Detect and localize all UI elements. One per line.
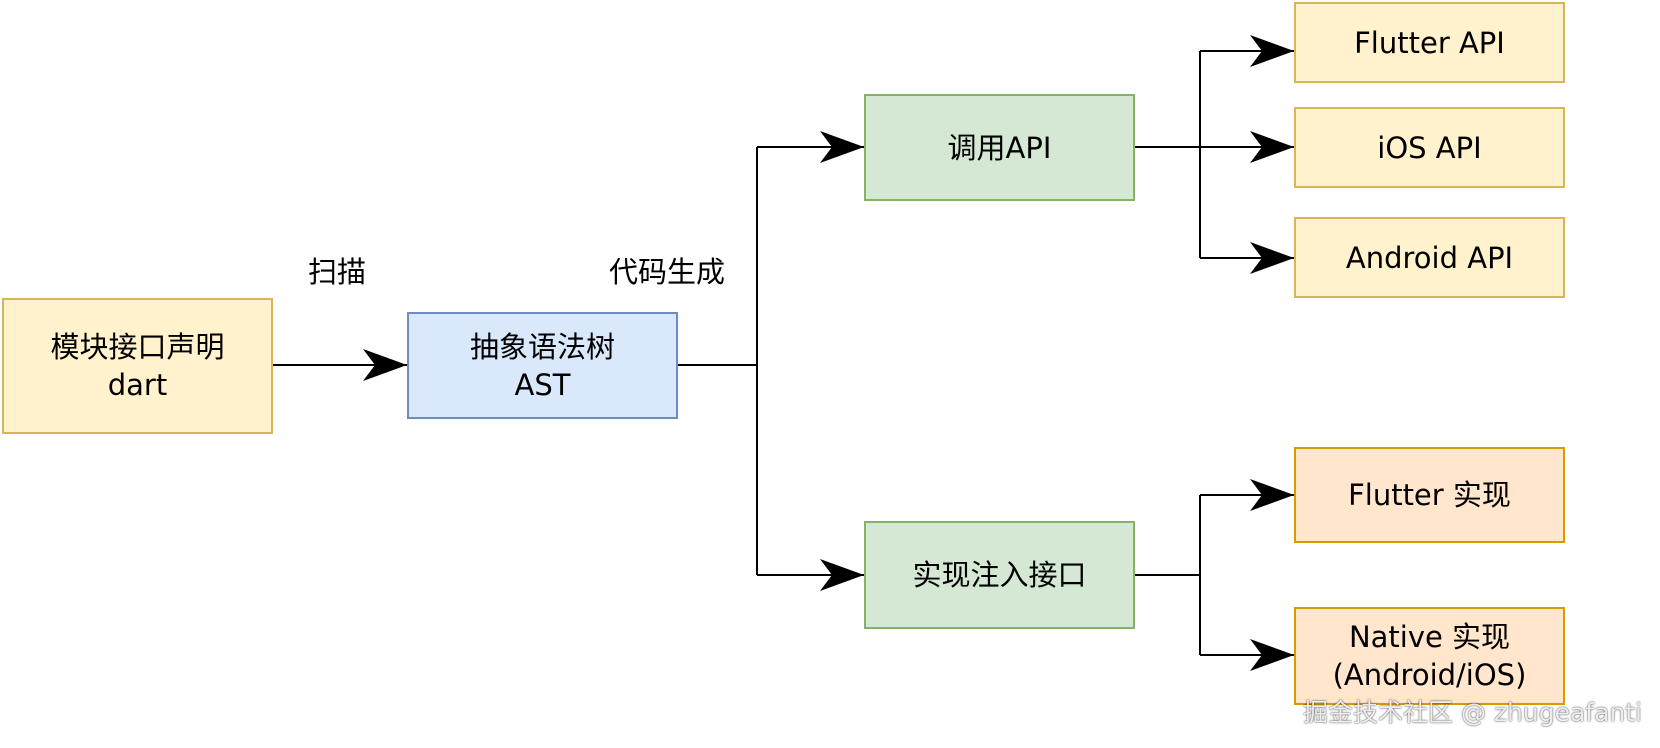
edge-to-impl-inject-arrowhead [820, 559, 864, 591]
edge-to-flutter-api-arrowhead [1250, 35, 1294, 67]
node-native-impl: Native 实现 (Android/iOS) [1294, 607, 1565, 705]
watermark: 掘金技术社区 @ zhugeafanti [1303, 698, 1642, 727]
node-native-impl-line2: (Android/iOS) [1332, 658, 1527, 692]
node-ios-api-label: iOS API [1377, 130, 1482, 165]
node-module-declaration: 模块接口声明 dart [2, 298, 273, 434]
edge-to-call-api-arrowhead [820, 131, 864, 163]
node-flutter-api-label: Flutter API [1354, 25, 1505, 60]
edge-to-native-impl-arrowhead [1250, 639, 1294, 671]
node-android-api: Android API [1294, 217, 1565, 298]
edge-ast-trunk [678, 147, 758, 575]
edge-label-scan: 扫描 [308, 255, 367, 289]
edge-label-codegen: 代码生成 [609, 255, 726, 289]
node-flutter-impl: Flutter 实现 [1294, 447, 1565, 543]
edge-to-flutter-impl-arrowhead [1250, 479, 1294, 511]
edge-to-ios-api-arrowhead [1250, 131, 1294, 163]
node-impl-inject-label: 实现注入接口 [912, 558, 1087, 592]
node-impl-inject: 实现注入接口 [864, 521, 1135, 629]
edge-impl-trunk [1135, 495, 1201, 655]
node-android-api-label: Android API [1345, 240, 1514, 275]
node-ios-api: iOS API [1294, 107, 1565, 188]
node-flutter-api: Flutter API [1294, 2, 1565, 83]
node-module-declaration-line2: dart [107, 368, 168, 402]
node-module-declaration-line1: 模块接口声明 [50, 330, 225, 364]
node-call-api-label: 调用API [947, 130, 1052, 165]
node-ast: 抽象语法树 AST [407, 312, 678, 419]
edge-module-to-ast-arrowhead [363, 349, 407, 381]
edge-call-api-trunk [1135, 51, 1201, 258]
node-ast-line2: AST [514, 367, 571, 402]
node-ast-line1: 抽象语法树 [469, 329, 615, 364]
node-flutter-impl-label: Flutter 实现 [1348, 478, 1511, 512]
node-native-impl-line1: Native 实现 [1348, 620, 1511, 654]
edge-to-android-api-arrowhead [1250, 242, 1294, 274]
node-call-api: 调用API [864, 94, 1135, 201]
